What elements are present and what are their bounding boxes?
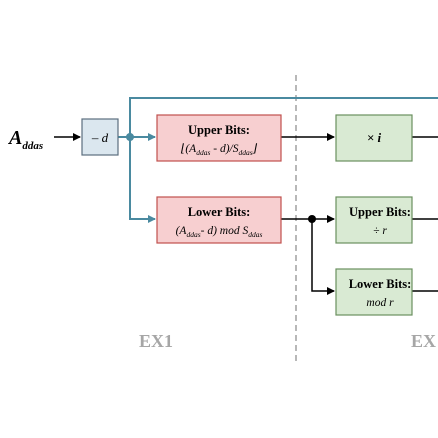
stage-label-ex2: EX	[411, 331, 436, 351]
multiply-block: × i	[335, 114, 413, 162]
lower-bits-r-expr: mod r	[366, 297, 394, 309]
upper-expr-sub1: ddas	[196, 148, 210, 157]
lower-bits-block: Lower Bits: (Addas- d) mod Sddas	[156, 196, 282, 244]
lower-bits-r-block: Lower Bits: mod r	[335, 268, 413, 316]
bypass-line	[129, 97, 438, 137]
stage-label-ex1: EX1	[139, 331, 173, 351]
lower-expr-sub2: ddas	[248, 230, 262, 239]
upper-bits-block: Upper Bits: ⌊(Addas - d)/Sddas⌋	[156, 114, 282, 162]
upper-bits-r-block: Upper Bits: ÷ r	[335, 196, 413, 244]
multiply-label: × i	[367, 130, 382, 145]
lower-expr-open: (A	[176, 225, 188, 237]
upper-bits-r-title: Upper Bits:	[349, 205, 411, 219]
subtract-block: – d	[81, 118, 119, 156]
input-label-sub: ddas	[22, 140, 43, 152]
upper-expr-mid: - d)/S	[210, 143, 238, 155]
lower-expr-sub1: ddas	[186, 230, 200, 239]
input-label-main: A	[7, 127, 22, 149]
upper-expr-sub2: ddas	[238, 148, 252, 157]
lower-bits-r-title: Lower Bits:	[349, 277, 412, 291]
upper-bits-expr: ⌊(Addas - d)/Sddas⌋	[181, 143, 258, 157]
subtract-label: – d	[91, 130, 109, 145]
upper-bits-r-expr: ÷ r	[373, 225, 387, 237]
upper-expr-close: ⌋	[252, 143, 258, 155]
split-to-lower-arrow	[129, 137, 156, 223]
lower-bits-expr: (Addas- d) mod Sddas	[176, 225, 263, 239]
lower-bits-title: Lower Bits:	[188, 205, 251, 219]
upper-expr-open: ⌊(A	[181, 143, 197, 155]
lower-expr-mid: - d) mod S	[201, 225, 249, 237]
teal-junction	[126, 133, 134, 141]
black-junction	[308, 215, 316, 223]
upper-bits-title: Upper Bits:	[188, 123, 250, 137]
lower-to-lower-r-arrow	[311, 219, 335, 295]
input-label: Addas	[7, 127, 43, 152]
